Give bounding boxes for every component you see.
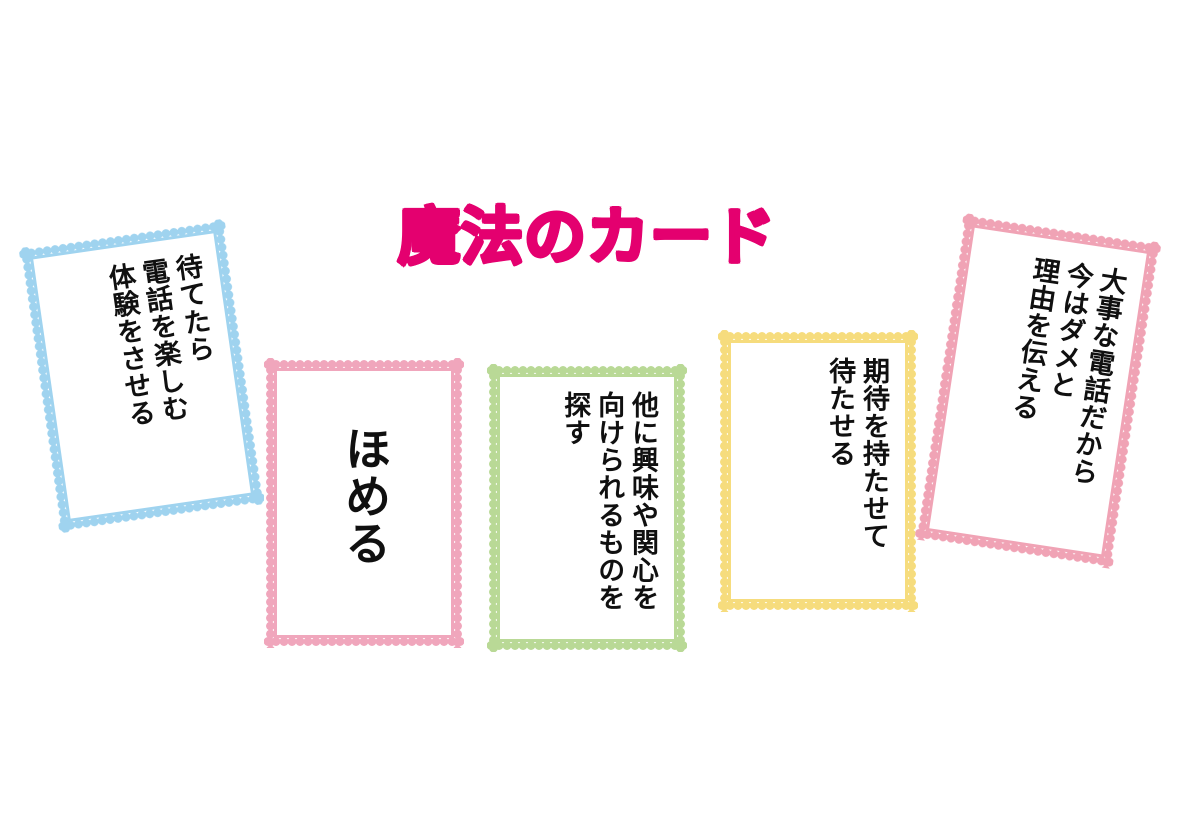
card-blue[interactable]: 待てたら 電話を楽しむ 体験をさせる (18, 218, 266, 534)
card-pink-line-0: ほめる (338, 424, 393, 568)
card-rose-content: 大事な電話だから 今はダメと 理由を伝える (929, 227, 1147, 555)
card-green-content: 他に興味や関心を 向けられるものを 探す (500, 377, 674, 639)
card-pink[interactable]: ほめる (264, 358, 464, 648)
card-blue-content: 待てたら 電話を楽しむ 体験をさせる (33, 233, 251, 519)
card-yellow-line-1: 待たせる (824, 357, 856, 468)
card-green-line-1: 向けられるものを (593, 391, 625, 612)
card-rose[interactable]: 大事な電話だから 今はダメと 理由を伝える (914, 212, 1162, 570)
card-yellow[interactable]: 期待を持たせて 待たせる (718, 330, 918, 612)
card-green-line-0: 他に興味や関心を (627, 391, 658, 612)
card-green-line-2: 探す (559, 391, 591, 447)
card-yellow-line-0: 期待を持たせて (858, 357, 889, 550)
page-title: 魔法のカード (396, 200, 777, 273)
card-green[interactable]: 他に興味や関心を 向けられるものを 探す (487, 364, 687, 652)
card-pink-content: ほめる (277, 371, 451, 635)
card-yellow-content: 期待を持たせて 待たせる (731, 343, 905, 599)
